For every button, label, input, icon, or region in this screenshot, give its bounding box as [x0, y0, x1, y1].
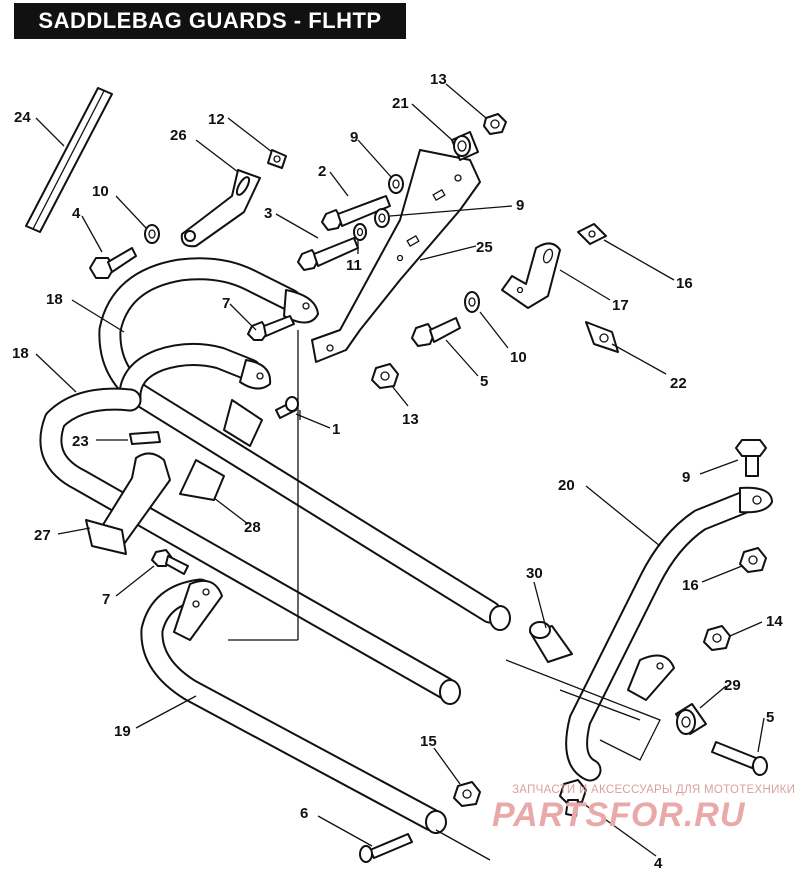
part-13-nut-lower	[371, 363, 399, 389]
part-9-washer-a	[388, 174, 404, 194]
callout-9: 9	[350, 129, 358, 146]
callout-10: 10	[510, 349, 527, 366]
part-22-clip	[585, 321, 619, 353]
part-5-bolt-lower	[711, 741, 768, 776]
callout-26: 26	[170, 127, 187, 144]
callout-2: 2	[318, 163, 326, 180]
callout-6: 6	[300, 805, 308, 822]
part-23-pad	[129, 431, 161, 445]
leader-lines	[35, 83, 765, 857]
callout-18: 18	[46, 291, 63, 308]
part-4-bolt-lower	[559, 779, 587, 817]
part-27-strut	[85, 452, 171, 555]
callout-9: 9	[682, 469, 690, 486]
callout-7: 7	[222, 295, 230, 312]
part-2-bolt	[321, 195, 391, 231]
diagram-title: SADDLEBAG GUARDS - FLHTP	[14, 3, 406, 39]
part-21-spacer	[451, 131, 479, 161]
callout-16: 16	[682, 577, 699, 594]
callout-23: 23	[72, 433, 89, 450]
part-9-washer-b	[374, 208, 390, 228]
part-29-spacer	[675, 703, 707, 735]
callout-9: 9	[516, 197, 524, 214]
part-14-nut	[703, 625, 731, 651]
callout-13: 13	[430, 71, 447, 88]
callout-17: 17	[612, 297, 629, 314]
callout-28: 28	[244, 519, 261, 536]
watermark-logo: PARTSFOR.RU	[492, 796, 746, 834]
part-18-guard-lower	[39, 387, 511, 705]
callout-14: 14	[766, 613, 783, 630]
callout-4: 4	[654, 855, 663, 872]
callout-30: 30	[526, 565, 543, 582]
part-30-insert	[529, 621, 573, 663]
part-15-nut	[453, 781, 481, 807]
part-17-bracket	[501, 242, 561, 309]
callout-12: 12	[208, 111, 225, 128]
part-9-bolt	[735, 439, 767, 477]
callout-1: 1	[332, 421, 340, 438]
callout-4: 4	[72, 205, 81, 222]
part-10-washer-top	[144, 224, 160, 244]
watermark-caption: ЗАПЧАСТИ И АКСЕССУАРЫ ДЛЯ МОТОТЕХНИКИ	[512, 784, 796, 796]
callout-27: 27	[34, 527, 51, 544]
part-16-clip-top	[577, 223, 607, 245]
callout-5: 5	[766, 709, 774, 726]
callout-22: 22	[670, 375, 687, 392]
callout-labels: 24 26 12 21 13 9 2 10 4 3 9 11 25 16 17 …	[12, 71, 783, 872]
part-7-bolt-lower	[151, 549, 189, 575]
part-24-trim-strip	[25, 87, 113, 233]
part-28-bracket	[179, 399, 263, 501]
part-16-nut-lower	[739, 547, 767, 573]
callout-7: 7	[102, 591, 110, 608]
part-20-guard-side	[565, 486, 773, 782]
callout-21: 21	[392, 95, 409, 112]
callout-25: 25	[476, 239, 493, 256]
callout-15: 15	[420, 733, 437, 750]
part-10-washer-mid	[464, 291, 480, 313]
callout-5: 5	[480, 373, 488, 390]
part-11-washer	[353, 223, 367, 241]
assembly-lines	[228, 330, 661, 861]
callout-29: 29	[724, 677, 741, 694]
part-26-bracket	[180, 169, 261, 248]
part-5-bolt-upper	[411, 317, 461, 347]
part-19-guard-rear	[140, 578, 447, 834]
callout-16: 16	[676, 275, 693, 292]
part-4-bolt-top	[89, 247, 137, 279]
callout-20: 20	[558, 477, 575, 494]
callout-11: 11	[346, 257, 362, 274]
part-12-clip-nut	[267, 149, 287, 169]
callout-10: 10	[92, 183, 109, 200]
part-25-mount-bracket	[311, 149, 481, 363]
callout-19: 19	[114, 723, 131, 740]
callout-3: 3	[264, 205, 272, 222]
part-1-bolt	[275, 396, 299, 419]
part-6-screw	[359, 833, 413, 863]
callout-18: 18	[12, 345, 29, 362]
callout-24: 24	[14, 109, 31, 126]
callout-13: 13	[402, 411, 419, 428]
part-13-nut-top	[483, 113, 507, 135]
